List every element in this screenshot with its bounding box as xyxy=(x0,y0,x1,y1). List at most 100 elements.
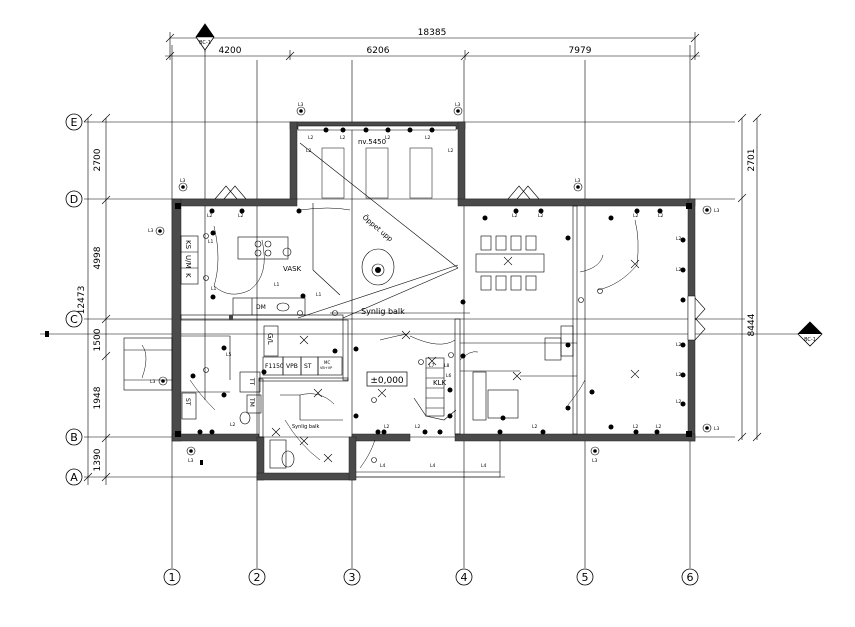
f1150-label: F1150 xyxy=(265,363,284,370)
dimension-texts: 18385 4200 6206 7979 2700 4998 1500 1948… xyxy=(77,28,757,471)
dim-row-d-c: 4998 xyxy=(93,246,103,269)
light-fixtures xyxy=(271,256,640,463)
dim-row-e-d: 2700 xyxy=(93,148,103,171)
circuit-label: L2 xyxy=(633,213,639,219)
section-marker-top: A-A BC-1 xyxy=(195,23,215,52)
circuit-label: L2 xyxy=(207,213,213,219)
downlights xyxy=(190,127,686,435)
dm-label: DM xyxy=(256,304,266,311)
circuit-label: L2 xyxy=(633,424,639,430)
mc-sub-label: VB+VP xyxy=(320,366,332,370)
circuit-label: L2 xyxy=(415,424,421,430)
circuit-label: L3 xyxy=(455,102,461,108)
section-top-id: A-A xyxy=(201,31,210,37)
circuit-label: L2 xyxy=(385,135,391,141)
vpb-label: VPB xyxy=(286,363,298,370)
grid-label-3: 3 xyxy=(349,571,356,584)
grid-bubble-d xyxy=(65,190,83,208)
grid-label-c: C xyxy=(70,313,78,326)
circuit-label: L2 xyxy=(676,342,682,348)
circuit-label: L2 xyxy=(658,213,664,219)
beam-main-label: Synlig balk xyxy=(361,307,405,316)
grid-label-6: 6 xyxy=(687,571,694,584)
circuit-label: L3 xyxy=(575,178,581,184)
circuit-label: L2 xyxy=(676,236,682,242)
dimension-lines xyxy=(83,32,762,485)
dim-row-cb-b: 1948 xyxy=(93,386,103,409)
dim-bay-3: 7979 xyxy=(569,46,592,56)
circuit-label: L2 xyxy=(512,213,518,219)
circuit-label: L8 xyxy=(444,363,450,369)
circuit-label: L3 xyxy=(592,458,598,464)
circuit-label: L4 xyxy=(430,463,436,469)
circuit-label: L3 xyxy=(180,178,186,184)
circuit-label: L4 xyxy=(380,463,386,469)
circuit-label: L2 xyxy=(676,372,682,378)
st-center-label: ST xyxy=(304,363,312,370)
circuit-label: L1 xyxy=(208,239,214,245)
grid-label-d: D xyxy=(70,193,78,206)
grid-bubble-3 xyxy=(343,568,361,586)
grid-bubble-5 xyxy=(576,568,594,586)
dim-right-top: 2701 xyxy=(747,149,757,172)
section-marker-left-tick xyxy=(45,331,49,337)
circuit-label: L3 xyxy=(714,208,720,214)
grid-bubble-6 xyxy=(681,568,699,586)
floor-level-label: ±0,000 xyxy=(370,376,404,386)
circuit-label: L2 xyxy=(384,424,390,430)
gl-label: G/L xyxy=(266,333,274,345)
circuit-label: L3 xyxy=(188,458,194,464)
electrical-wiring xyxy=(141,207,639,469)
interior-walls xyxy=(180,205,578,438)
dim-overall-height: 12473 xyxy=(77,286,87,315)
kitchen xyxy=(180,235,306,316)
circuit-label: L3 xyxy=(714,426,720,432)
grid-row-bubbles: E D C B A xyxy=(65,113,83,486)
switches xyxy=(203,233,603,463)
open-void xyxy=(299,142,459,319)
grid-label-a: A xyxy=(70,471,78,484)
grid-label-4: 4 xyxy=(461,571,468,584)
grid-bubble-b xyxy=(65,428,83,446)
circuit-label: L1 xyxy=(274,282,280,288)
cabinet-um: U/M xyxy=(184,255,192,269)
circuit-label: L3 xyxy=(298,102,304,108)
section-right-sheet: BC-1 xyxy=(804,337,816,343)
windows xyxy=(123,125,706,391)
exterior-lights xyxy=(155,106,712,456)
grid-bubble-a xyxy=(65,468,83,486)
circuit-label: L2 xyxy=(448,148,454,154)
circuit-label: L4 xyxy=(481,463,487,469)
circuit-label: L3 xyxy=(148,228,154,234)
circuit-label: L2 xyxy=(532,424,538,430)
circuit-label: L2 xyxy=(676,399,682,405)
room-labels: nv.5450 Öppet upp VASK Synlig balk Synli… xyxy=(184,138,446,430)
dim-bay-1: 4200 xyxy=(219,46,242,56)
section-right-id: B-B xyxy=(806,328,815,334)
cabinet-k: K xyxy=(184,273,192,278)
dim-bay-2: 6206 xyxy=(367,46,390,56)
dim-row-c-cb: 1500 xyxy=(93,328,103,351)
office xyxy=(472,325,574,421)
circuit-label: L2 xyxy=(340,135,346,141)
section-top-sheet: BC-1 xyxy=(199,40,211,46)
circuit-label: L2 xyxy=(676,267,682,273)
st-left-label: ST xyxy=(184,398,191,406)
circuit-label: L2 xyxy=(238,213,244,219)
beam-line xyxy=(297,264,470,319)
circuit-label: L1 xyxy=(316,292,322,298)
level-note: nv.5450 xyxy=(358,138,386,146)
tt-label: TT xyxy=(248,377,255,386)
circuit-label: L2 xyxy=(538,213,544,219)
exterior-walls xyxy=(171,121,696,481)
grid-label-2: 2 xyxy=(254,571,261,584)
circuit-label: L2 xyxy=(656,424,662,430)
dim-row-b-a: 1390 xyxy=(93,448,103,471)
grid-bubble-c xyxy=(65,310,83,328)
grid-label-b: B xyxy=(70,431,78,444)
beam-small-label: Synlig balk xyxy=(292,424,319,430)
circuit-label: L6 xyxy=(446,373,452,379)
dim-overall-width: 18385 xyxy=(418,28,447,38)
mc-label: MC xyxy=(324,360,330,365)
